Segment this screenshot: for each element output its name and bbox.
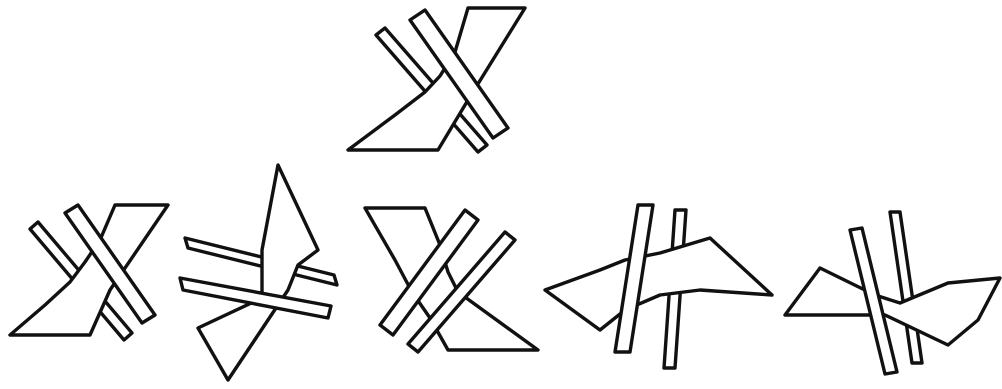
option-figure-3 — [365, 208, 538, 352]
option-4-flag-panel — [545, 238, 772, 330]
option-5-back-stick — [890, 212, 922, 363]
option-5-flag-panel — [785, 268, 1000, 345]
option-figure-5 — [785, 212, 1000, 374]
option-figure-1 — [10, 205, 168, 340]
option-figure-2 — [180, 165, 337, 380]
option-figure-4 — [545, 205, 772, 368]
reference-figure — [348, 8, 525, 152]
